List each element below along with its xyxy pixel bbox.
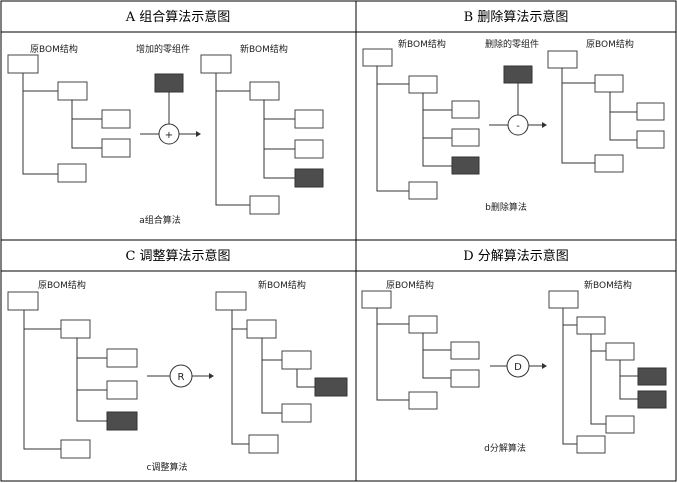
tree-node — [636, 130, 665, 149]
tree-node — [605, 342, 635, 361]
tree-node — [106, 380, 138, 400]
panel-c-label-left: 原BOM结构 — [38, 279, 86, 291]
moved-component-node — [106, 411, 138, 431]
tree-node — [281, 350, 312, 370]
panel-a-tree-new — [200, 54, 324, 215]
tree-node — [594, 154, 624, 173]
panel-b-label-mid: 删除的零组件 — [485, 38, 539, 50]
panel-d-tree-original — [361, 290, 480, 410]
tree-node — [281, 403, 312, 423]
tree-node — [576, 435, 606, 454]
panel-b-label-right: 原BOM结构 — [586, 38, 634, 50]
panel-a-caption: a组合算法 — [139, 214, 181, 226]
panel-c-title: C 调整算法示意图 — [125, 248, 230, 264]
panel-d-label-left: 原BOM结构 — [386, 279, 434, 291]
panel-c-tree-original — [7, 291, 138, 459]
panel-d: D 分解算法示意图 原BOM结构 新BOM结构 D — [361, 248, 667, 454]
added-component — [154, 73, 184, 93]
tree-node — [246, 319, 277, 339]
panel-c: C 调整算法示意图 原BOM结构 新BOM结构 R — [7, 248, 348, 473]
tree-node — [361, 290, 392, 309]
panel-a-tree-original — [7, 54, 131, 183]
panel-d-caption: d分解算法 — [484, 442, 526, 454]
tree-node — [249, 195, 280, 215]
tree-node — [451, 100, 480, 119]
tree-node — [248, 434, 279, 454]
tree-node — [408, 391, 438, 410]
panel-b: B 删除算法示意图 新BOM结构 删除的零组件 原BOM结构 - — [362, 9, 665, 213]
tree-node — [57, 81, 88, 101]
arrow-icon — [542, 363, 547, 369]
split-component-node — [637, 390, 667, 409]
tree-node — [548, 290, 579, 309]
panel-c-label-right: 新BOM结构 — [258, 279, 306, 291]
added-component-node — [294, 168, 324, 188]
panel-a-title: A 组合算法示意图 — [125, 9, 231, 25]
tree-node — [450, 369, 480, 388]
panel-a: A 组合算法示意图 原BOM结构 增加的零组件 新BOM结构 + — [7, 9, 324, 226]
tree-node — [362, 48, 393, 67]
tree-node — [101, 138, 131, 158]
tree-node — [106, 348, 138, 368]
tree-node — [60, 439, 91, 459]
tree-node — [576, 316, 606, 335]
panel-a-label-mid: 增加的零组件 — [136, 43, 190, 55]
tree-node — [451, 128, 480, 147]
removed-component-node — [451, 156, 480, 175]
panel-b-label-left: 新BOM结构 — [398, 38, 446, 50]
arrow-icon — [542, 122, 547, 128]
panel-d-tree-new — [548, 290, 667, 454]
panel-b-tree-new — [362, 48, 480, 200]
tree-node — [294, 109, 324, 129]
tree-node — [7, 54, 39, 74]
panel-a-label-right: 新BOM结构 — [240, 43, 288, 55]
arrow-icon — [209, 373, 214, 379]
panel-d-label-right: 新BOM结构 — [584, 279, 632, 291]
tree-node — [408, 315, 438, 334]
split-component-node — [637, 367, 667, 386]
tree-node — [450, 341, 480, 360]
panel-c-operator: R — [178, 372, 185, 383]
panel-a-label-left: 原BOM结构 — [30, 43, 78, 55]
tree-node — [408, 181, 438, 200]
tree-node — [101, 109, 131, 129]
tree-node — [594, 74, 624, 93]
panel-b-operator: - — [516, 121, 520, 132]
tree-node — [60, 319, 91, 339]
panel-d-operator: D — [514, 362, 522, 373]
panel-d-title: D 分解算法示意图 — [463, 248, 569, 264]
panel-c-caption: c调整算法 — [147, 461, 188, 473]
tree-node — [294, 139, 324, 159]
tree-node — [605, 415, 635, 434]
panel-c-tree-new — [215, 291, 348, 454]
removed-component — [503, 65, 533, 84]
tree-node — [636, 102, 665, 121]
panel-b-caption: b删除算法 — [485, 201, 527, 213]
tree-node — [200, 54, 232, 74]
tree-node — [547, 50, 578, 69]
panel-b-title: B 删除算法示意图 — [464, 9, 569, 25]
panel-a-operator: + — [165, 130, 173, 141]
arrow-icon — [196, 131, 201, 137]
tree-node — [57, 163, 87, 183]
panel-b-tree-original — [547, 50, 665, 173]
tree-node — [408, 75, 438, 94]
tree-node — [215, 291, 247, 311]
moved-component-node — [314, 377, 348, 397]
tree-node — [249, 81, 280, 101]
tree-node — [7, 291, 39, 311]
